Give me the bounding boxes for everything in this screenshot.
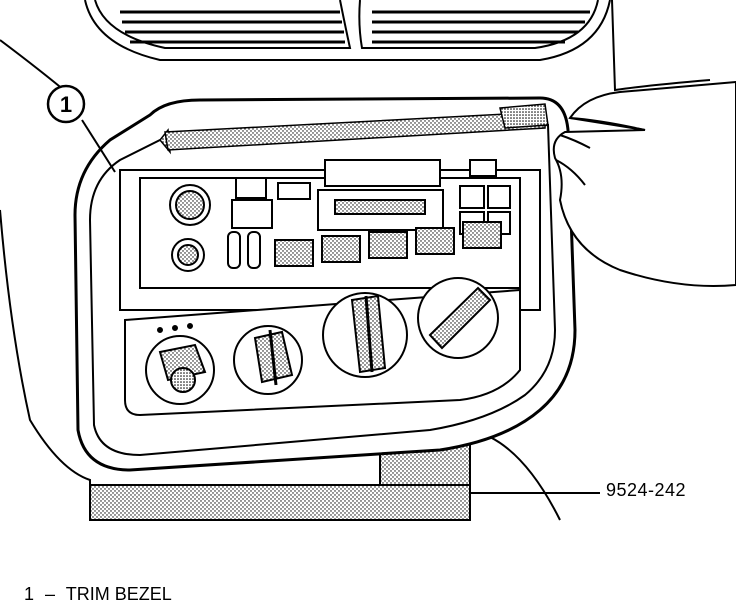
legend-label: TRIM BEZEL <box>65 584 172 604</box>
fader-slider <box>247 231 261 269</box>
legend-number: 1 <box>24 584 35 604</box>
vent-louvers-right <box>372 10 590 44</box>
callout-leader-line <box>81 119 116 173</box>
callout-circle <box>46 84 86 124</box>
callout-1: 1 <box>46 84 116 173</box>
radio-unit <box>119 159 541 311</box>
radio-knob-upper <box>169 184 211 226</box>
temperature-knob <box>322 292 408 378</box>
hand-illustration <box>552 80 736 287</box>
vent-louvers-left <box>120 10 345 44</box>
legend: 1 – TRIM BEZEL <box>24 584 178 605</box>
dash-vent-area <box>0 0 711 96</box>
preset-buttons <box>274 221 502 267</box>
fan-knob <box>145 335 215 405</box>
balance-slider <box>227 231 241 269</box>
figure-id: 9524-242 <box>606 480 687 500</box>
callout-number: 1 <box>60 92 72 117</box>
climate-control-panel <box>124 277 521 417</box>
radio-knob-lower <box>171 238 205 272</box>
legend-dash: – <box>45 584 56 604</box>
mode-knob <box>233 325 303 395</box>
recirc-knob <box>417 277 499 359</box>
instrument-panel-illustration: 1 <box>0 0 736 521</box>
eject-button <box>235 177 267 199</box>
